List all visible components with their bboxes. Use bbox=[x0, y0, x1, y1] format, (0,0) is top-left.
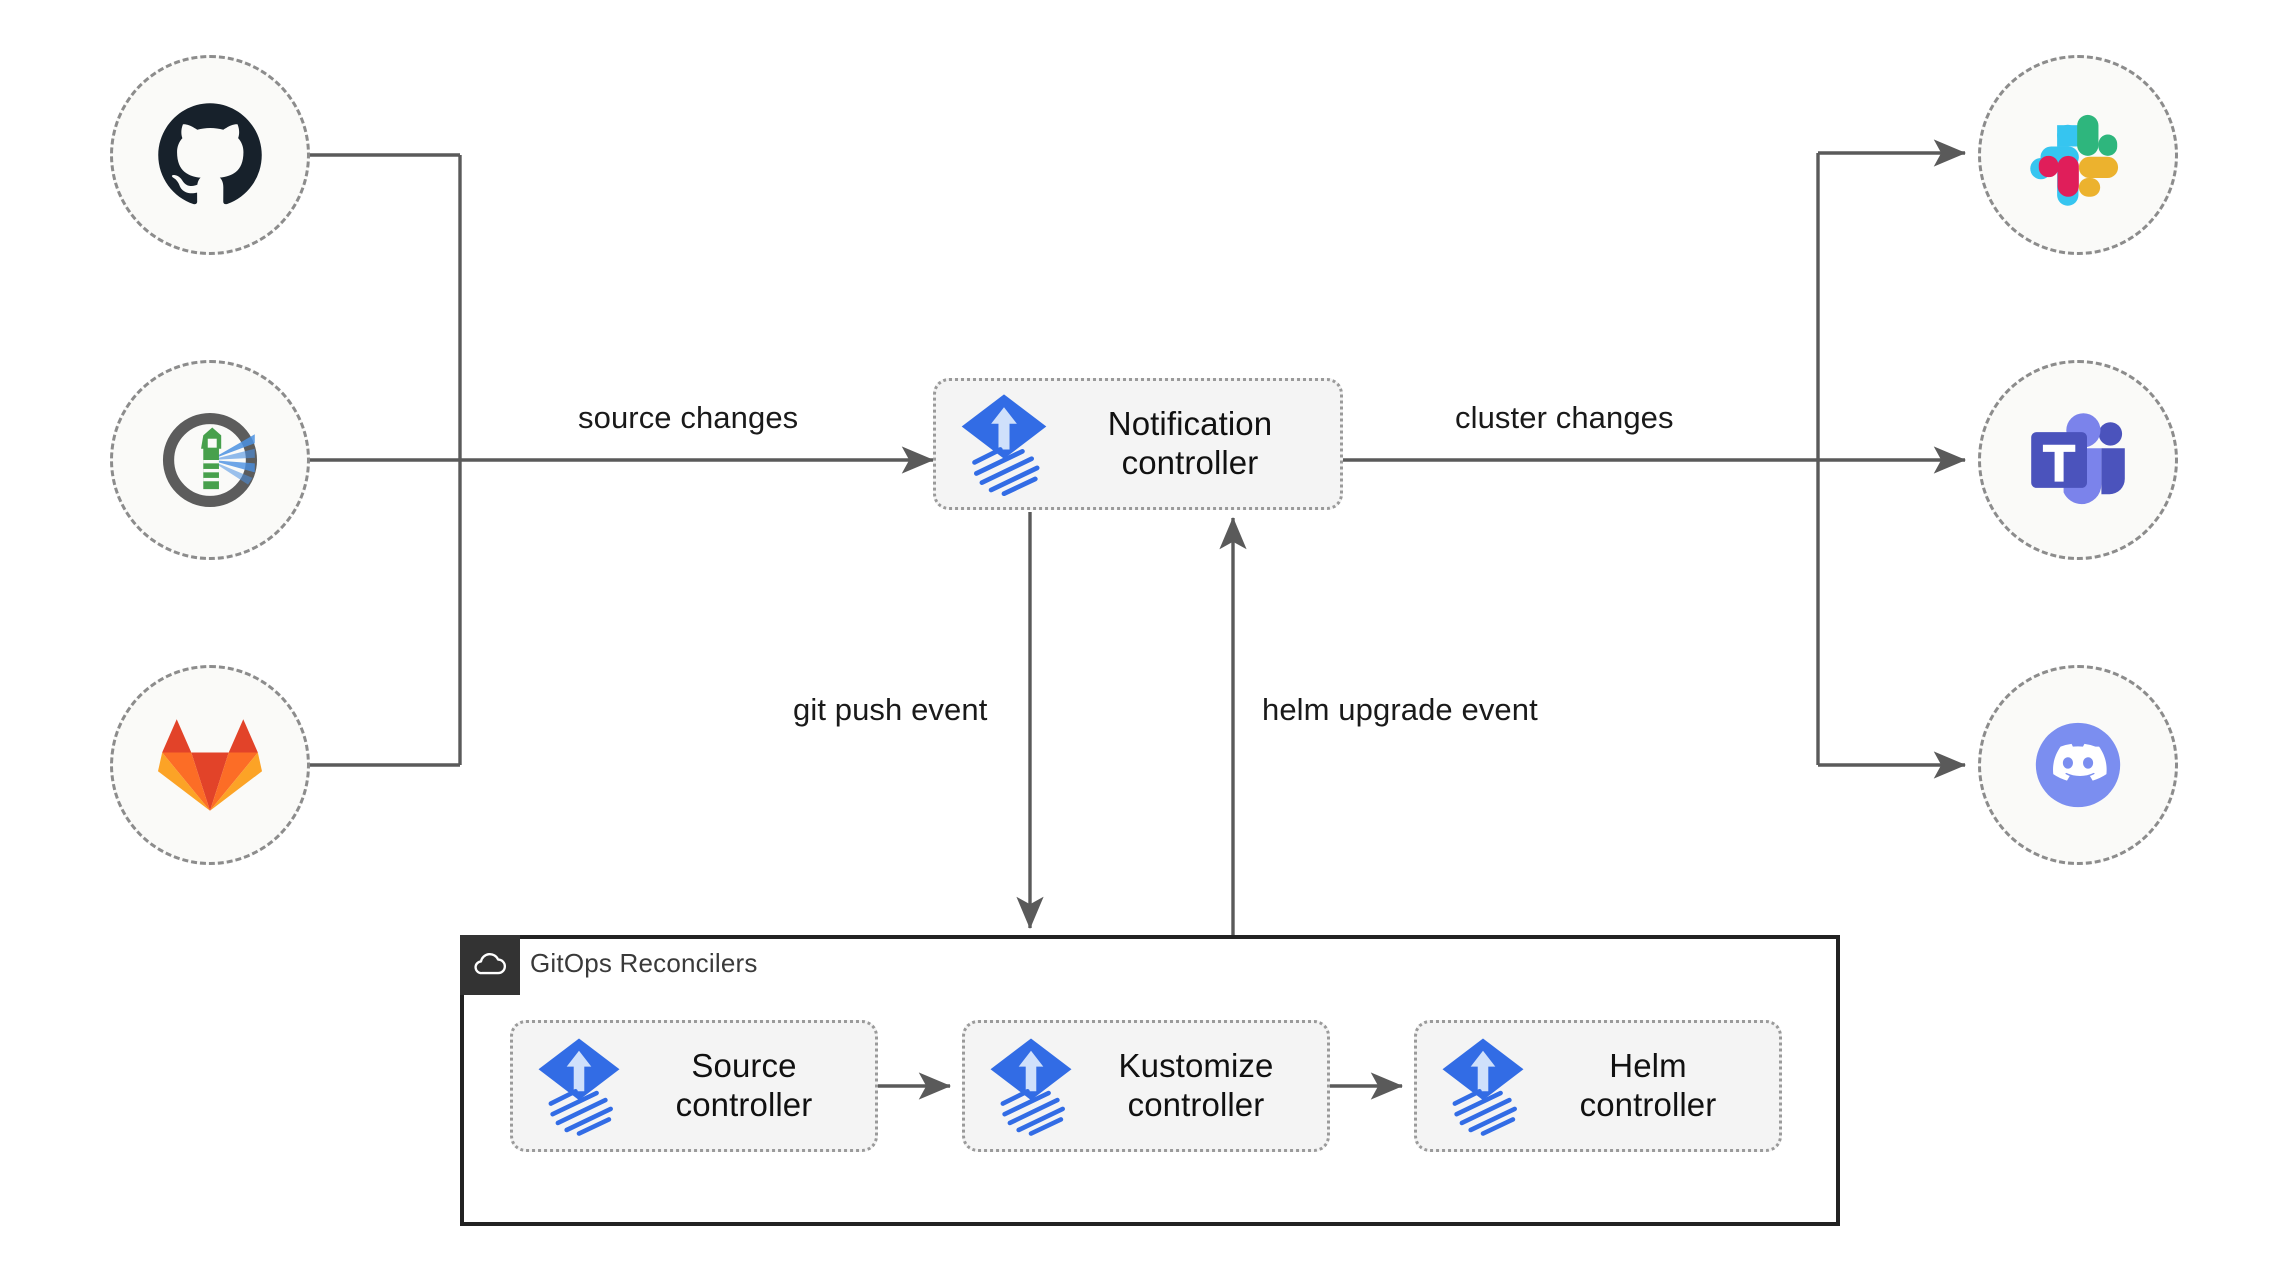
flux-icon bbox=[961, 394, 1047, 496]
gitea-icon bbox=[162, 412, 258, 508]
destination-node-teams[interactable] bbox=[1978, 360, 2178, 560]
reconciler-node-kustomize[interactable]: Kustomize controller bbox=[962, 1020, 1330, 1152]
reconciler-label-helm: Helm controller bbox=[1579, 1047, 1717, 1123]
edge-label-source-changes: source changes bbox=[578, 400, 799, 435]
notification-controller-node[interactable]: Notification controller bbox=[933, 378, 1343, 510]
notification-controller-label: Notification controller bbox=[1107, 405, 1273, 481]
gitlab-icon bbox=[158, 719, 262, 811]
container-title: GitOps Reconcilers bbox=[530, 948, 758, 978]
reconciler-node-source[interactable]: Source controller bbox=[510, 1020, 878, 1152]
edge-label-git-push-event: git push event bbox=[793, 692, 988, 727]
source-node-gitea[interactable] bbox=[110, 360, 310, 560]
reconciler-node-helm[interactable]: Helm controller bbox=[1414, 1020, 1782, 1152]
flux-icon bbox=[990, 1038, 1072, 1136]
slack-icon bbox=[2030, 114, 2119, 206]
microsoft-teams-icon bbox=[2031, 413, 2125, 505]
source-node-github[interactable] bbox=[110, 55, 310, 255]
destination-node-discord[interactable] bbox=[1978, 665, 2178, 865]
reconciler-label-source: Source controller bbox=[675, 1047, 813, 1123]
github-icon bbox=[158, 103, 262, 205]
destination-node-slack[interactable] bbox=[1978, 55, 2178, 255]
discord-icon bbox=[2035, 722, 2121, 808]
reconciler-label-kustomize: Kustomize controller bbox=[1118, 1047, 1274, 1123]
edge-label-helm-upgrade-event: helm upgrade event bbox=[1262, 692, 1538, 727]
gitops-reconcilers-container bbox=[460, 935, 1840, 1226]
source-node-gitlab[interactable] bbox=[110, 665, 310, 865]
container-tab bbox=[460, 935, 520, 995]
flux-icon bbox=[538, 1038, 620, 1136]
edge-label-cluster-changes: cluster changes bbox=[1455, 400, 1674, 435]
flux-icon bbox=[1442, 1038, 1524, 1136]
cloud-icon bbox=[474, 953, 507, 975]
